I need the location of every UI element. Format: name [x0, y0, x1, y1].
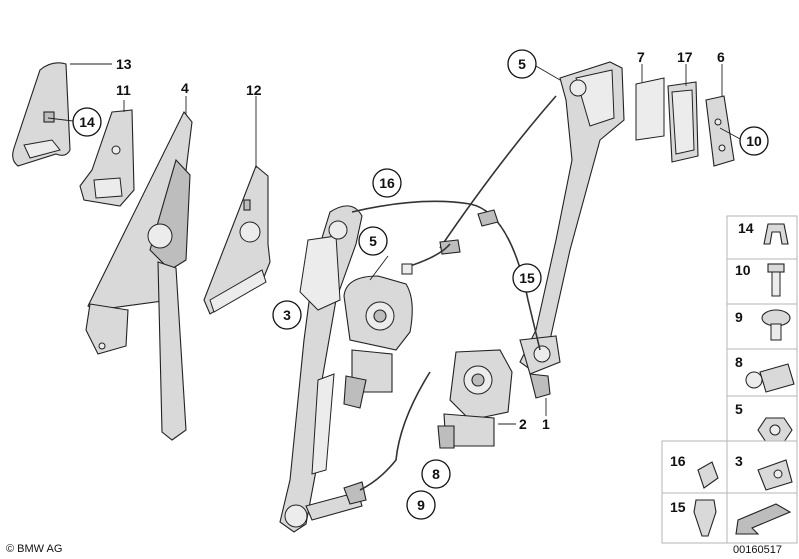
- label-12: 12: [246, 82, 262, 98]
- clip-icon: [763, 223, 789, 245]
- small-parts-panel: 14 10 9 8 5: [661, 215, 798, 544]
- label-2: 2: [519, 416, 527, 432]
- callout-9: 9: [406, 490, 436, 520]
- plug-connector-icon: [745, 363, 795, 393]
- hex-nut-icon: [757, 417, 793, 443]
- callout-8: 8: [421, 459, 451, 489]
- panel-label-8: 8: [735, 354, 743, 370]
- brand-copyright: © BMW AG: [6, 543, 62, 555]
- part-12-inner-panel: [203, 165, 271, 315]
- panel-label-16: 16: [670, 453, 686, 469]
- cables: [351, 95, 557, 491]
- regulator-front: [279, 205, 367, 533]
- regulator-rear: [519, 61, 625, 399]
- panel-label-5: 5: [735, 401, 743, 417]
- callout-3-text: 3: [283, 307, 291, 323]
- label-13: 13: [116, 56, 132, 72]
- panel-label-3: 3: [735, 453, 743, 469]
- callout-8-text: 8: [432, 466, 440, 482]
- callout-14-text: 14: [79, 114, 95, 130]
- callout-5-mid: 5: [358, 226, 388, 256]
- callout-16-text: 16: [379, 175, 395, 191]
- callout-3: 3: [272, 300, 302, 330]
- arrow-icon: [735, 503, 792, 535]
- part-6-bracket: [705, 95, 735, 167]
- callout-5-mid-text: 5: [369, 233, 377, 249]
- callout-16: 16: [372, 168, 402, 198]
- leader-lines: [47, 63, 743, 425]
- label-7: 7: [637, 49, 645, 65]
- part-4-guide-rail: [85, 110, 193, 441]
- motor-front: [343, 263, 413, 409]
- label-11: 11: [116, 82, 131, 98]
- motor-rear: [437, 349, 513, 449]
- label-6: 6: [717, 49, 725, 65]
- callout-10-text: 10: [746, 133, 762, 149]
- callout-15: 15: [512, 263, 542, 293]
- expanding-rivet-icon: [693, 499, 717, 537]
- label-4: 4: [181, 80, 189, 96]
- diagram-number: 00160517: [733, 544, 782, 556]
- screw-icon: [767, 263, 785, 297]
- torx-screw-icon: [761, 309, 791, 341]
- callout-5-top: 5: [507, 49, 537, 79]
- callout-14: 14: [72, 107, 102, 137]
- part-11-bracket-cover: [79, 109, 135, 207]
- panel-label-10: 10: [735, 262, 751, 278]
- callout-15-text: 15: [519, 270, 535, 286]
- part-13-trim-cap: [12, 62, 71, 167]
- panel-label-9: 9: [735, 309, 743, 325]
- part-7-pad: [635, 77, 665, 141]
- callout-9-text: 9: [417, 497, 425, 513]
- panel-label-14: 14: [738, 220, 754, 236]
- label-1: 1: [542, 416, 550, 432]
- cable-holder-icon: [757, 459, 793, 491]
- label-17: 17: [677, 49, 693, 65]
- callout-5-top-text: 5: [518, 56, 526, 72]
- part-17-pad: [667, 81, 699, 163]
- callout-10: 10: [739, 126, 769, 156]
- panel-label-15: 15: [670, 499, 686, 515]
- cable-clip-icon: [697, 461, 719, 489]
